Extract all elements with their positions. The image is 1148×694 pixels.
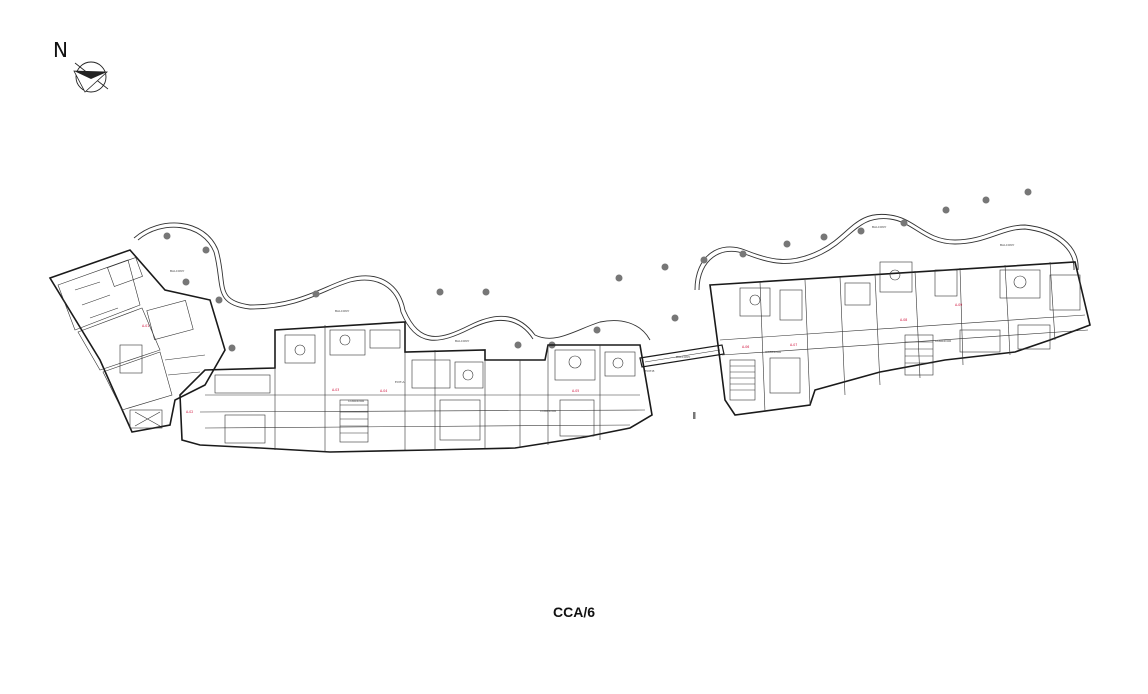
column-dots bbox=[163, 188, 1032, 419]
svg-text:A-08: A-08 bbox=[900, 318, 907, 322]
link-bridge: EXIT-B bbox=[639, 344, 725, 373]
svg-text:A-01: A-01 bbox=[142, 324, 149, 328]
svg-text:BALCONY: BALCONY bbox=[455, 339, 469, 343]
svg-text:EXIT-B: EXIT-B bbox=[645, 369, 654, 373]
svg-text:A-03: A-03 bbox=[332, 388, 339, 392]
sheet-title: CCA/6 bbox=[552, 604, 595, 620]
balcony-outline bbox=[133, 213, 1079, 341]
svg-text:A-02: A-02 bbox=[186, 410, 193, 414]
svg-text:CORRIDOR: CORRIDOR bbox=[935, 339, 951, 343]
svg-text:CORRIDOR: CORRIDOR bbox=[540, 409, 556, 413]
svg-text:BALCONY: BALCONY bbox=[1000, 243, 1014, 247]
svg-text:A-07: A-07 bbox=[790, 343, 797, 347]
svg-text:A-04: A-04 bbox=[380, 389, 387, 393]
svg-text:A-05: A-05 bbox=[572, 389, 579, 393]
svg-text:BALCONY: BALCONY bbox=[676, 355, 690, 359]
north-label: N bbox=[53, 38, 68, 62]
west-wing: A-01 A-02 bbox=[48, 249, 226, 433]
svg-text:A-09: A-09 bbox=[955, 303, 962, 307]
svg-text:BALCONY: BALCONY bbox=[170, 269, 184, 273]
svg-text:CORRIDOR: CORRIDOR bbox=[348, 399, 364, 403]
svg-text:BALCONY: BALCONY bbox=[335, 309, 349, 313]
east-block: A-06 A-07 A-08 A-09 CORRIDOR CORRIDOR bbox=[709, 261, 1091, 416]
north-arrow-icon bbox=[73, 61, 109, 93]
svg-text:A-06: A-06 bbox=[742, 345, 749, 349]
central-block: A-03 A-04 A-05 EXIT-A CORRIDOR CORRIDOR bbox=[179, 321, 653, 453]
svg-text:BALCONY: BALCONY bbox=[872, 225, 886, 229]
svg-text:EXIT-A: EXIT-A bbox=[395, 380, 405, 384]
svg-text:CORRIDOR: CORRIDOR bbox=[765, 350, 781, 354]
